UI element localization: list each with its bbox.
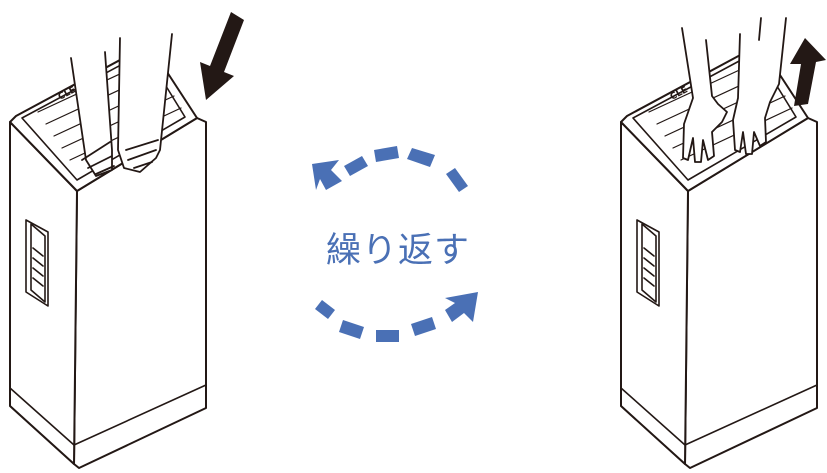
right-dryer-air-vent: [636, 219, 660, 307]
left-hands-inserted: [70, 33, 173, 177]
insert-hands-down-arrow-icon: [200, 12, 244, 100]
pull-hands-up-arrow-icon: [790, 38, 826, 106]
repeat-caption: 繰り返す: [325, 231, 470, 271]
right-hands-lifted: [681, 17, 787, 163]
left-dryer-air-vent: [25, 219, 49, 307]
repeat-cycle-arrows-icon: [312, 146, 478, 342]
